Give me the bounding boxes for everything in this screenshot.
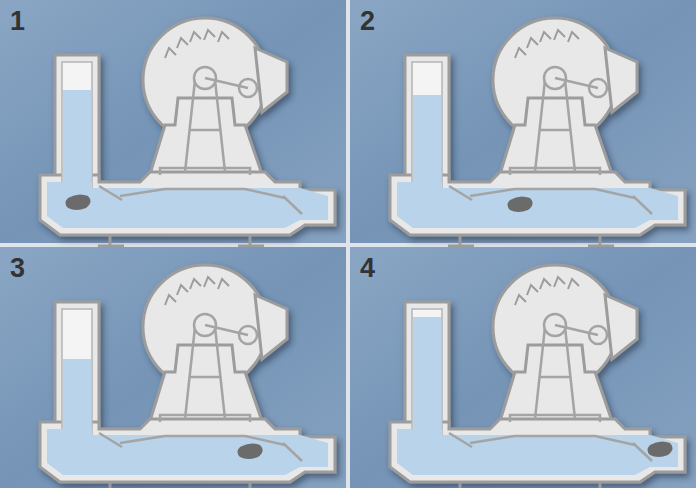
panel-number: 4 — [360, 255, 375, 282]
panel-number: 1 — [10, 8, 25, 35]
panel-number: 2 — [360, 8, 375, 35]
panel-number: 3 — [10, 255, 25, 282]
